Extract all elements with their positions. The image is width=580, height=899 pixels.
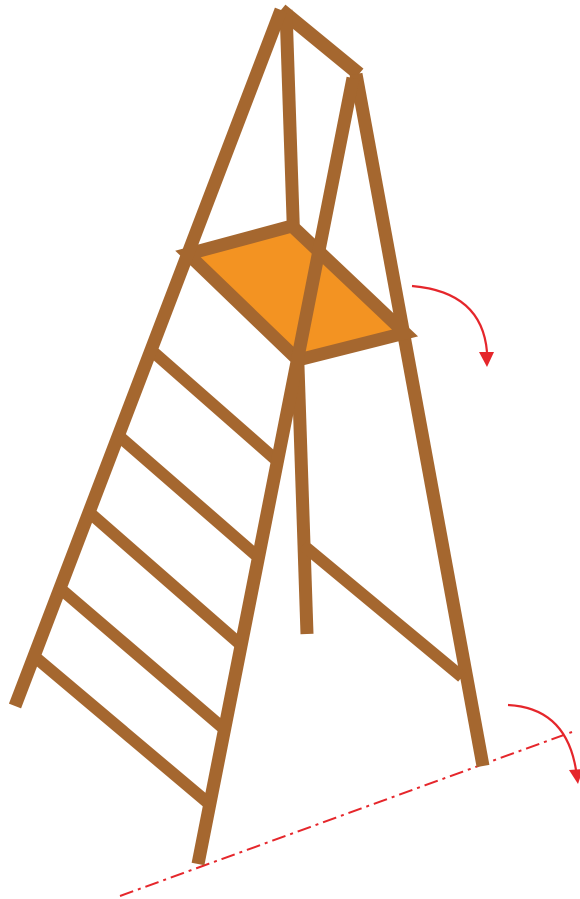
platform-rotation-arrowhead — [479, 352, 494, 367]
rung-5 — [35, 657, 207, 802]
rung-3 — [90, 513, 241, 645]
front-rail-right — [198, 78, 353, 864]
rear-frame — [281, 10, 483, 766]
base-rotation-arrowhead — [569, 769, 580, 784]
front-rail-left — [15, 10, 281, 706]
rear-brace — [303, 545, 462, 677]
ground-line — [120, 732, 572, 896]
rung-2 — [120, 437, 258, 557]
rear-leg-right — [356, 74, 483, 766]
platform-rotation-arrow — [412, 286, 487, 352]
base-rotation-arrow — [508, 705, 576, 770]
rung-1 — [151, 350, 275, 459]
